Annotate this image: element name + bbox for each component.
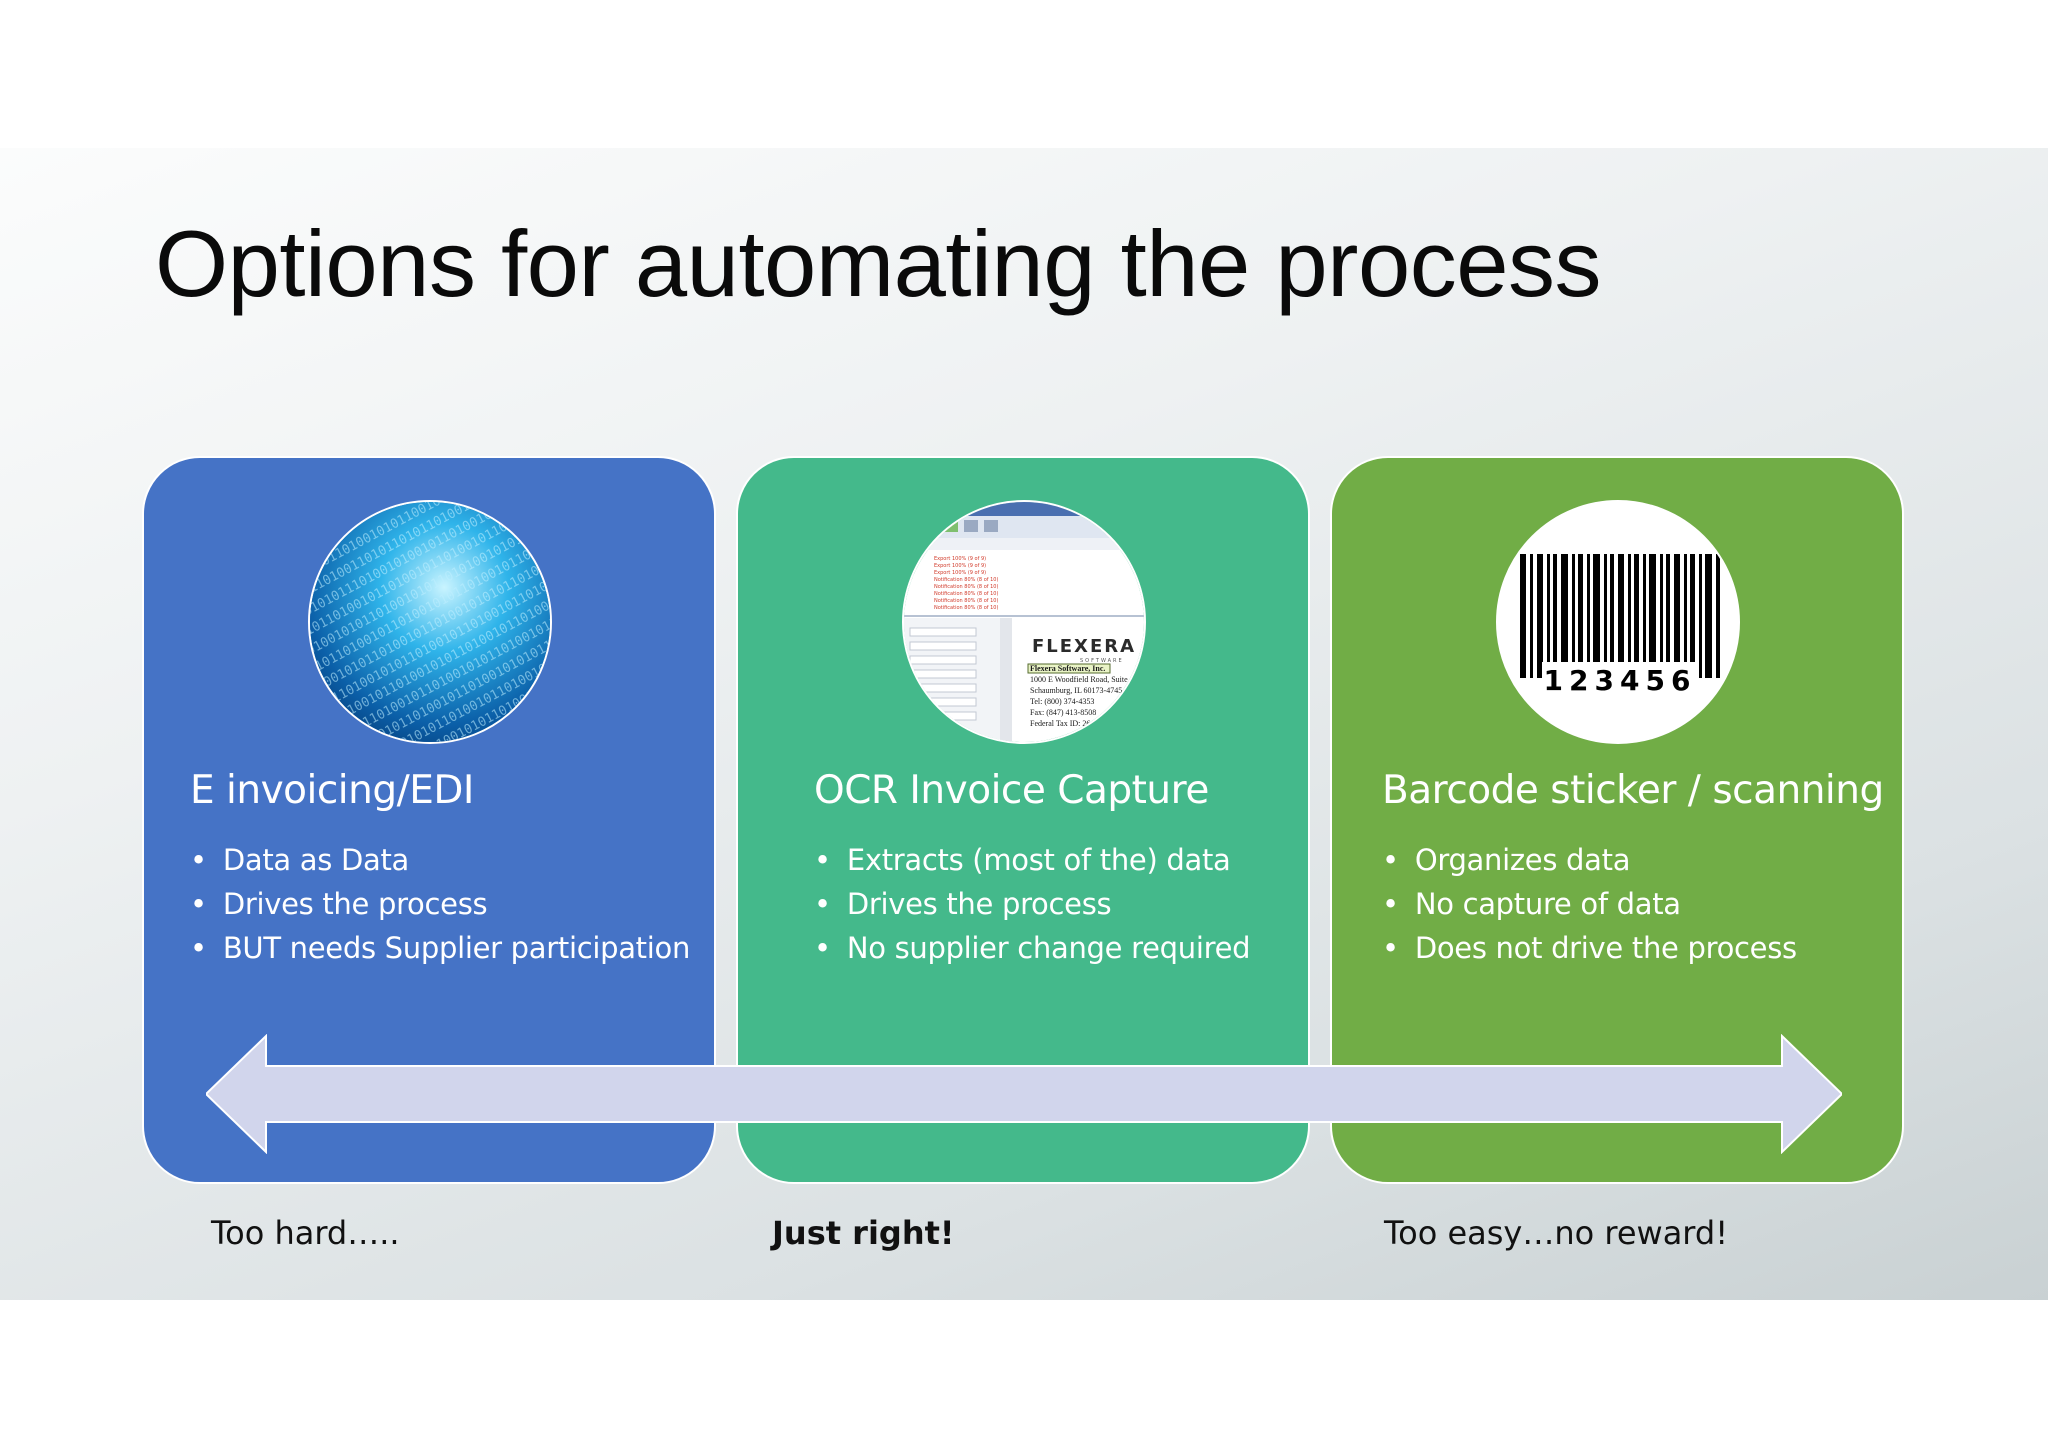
panel-heading: E invoicing/EDI bbox=[190, 768, 474, 813]
svg-text:Notification 80% (8 of 10): Notification 80% (8 of 10) bbox=[934, 584, 998, 590]
bullet-item: Data as Data bbox=[190, 838, 690, 882]
address-line: 1000 E Woodfield Road, Suite bbox=[1030, 675, 1128, 684]
ocr-software-screenshot: Export 100% (9 of 9) Export 100% (9 of 9… bbox=[902, 500, 1146, 744]
bullet-list: Extracts (most of the) data Drives the p… bbox=[814, 838, 1251, 970]
bullet-list: Organizes data No capture of data Does n… bbox=[1382, 838, 1797, 970]
svg-text:Notification 80% (8 of 10): Notification 80% (8 of 10) bbox=[934, 577, 998, 583]
panel-heading: Barcode sticker / scanning bbox=[1382, 768, 1884, 813]
address-line: Schaumburg, IL 60173-4745 bbox=[1030, 686, 1122, 695]
slide: Options for automating the process 01001… bbox=[0, 148, 2048, 1300]
caption-too-easy: Too easy…no reward! bbox=[1384, 1214, 1729, 1252]
svg-text:Export 100% (9 of 9): Export 100% (9 of 9) bbox=[934, 563, 986, 569]
address-line: Flexera Software, Inc. bbox=[1030, 664, 1105, 673]
bullet-item: Drives the process bbox=[190, 882, 690, 926]
double-arrow-icon bbox=[206, 1034, 1842, 1154]
address-line: Fax: (847) 413-8508 bbox=[1030, 708, 1096, 717]
svg-text:Notification 80% (8 of 10): Notification 80% (8 of 10) bbox=[934, 605, 998, 611]
svg-text:Export 100% (9 of 9): Export 100% (9 of 9) bbox=[934, 570, 986, 576]
svg-text:Export 100% (9 of 9): Export 100% (9 of 9) bbox=[934, 556, 986, 562]
bullet-item: Drives the process bbox=[814, 882, 1250, 926]
bullet-list: Data as Data Drives the process BUT need… bbox=[190, 838, 691, 970]
bullet-item: BUT needs Supplier participation bbox=[190, 926, 691, 970]
svg-text:Notification 80% (8 of 10): Notification 80% (8 of 10) bbox=[934, 591, 998, 597]
barcode-number: 123456 bbox=[1544, 664, 1697, 697]
barcode-icon: 123456 bbox=[1496, 500, 1740, 744]
slide-title: Options for automating the process bbox=[155, 211, 1602, 316]
bullet-item: Organizes data bbox=[1382, 838, 1797, 882]
caption-too-hard: Too hard….. bbox=[211, 1214, 400, 1252]
panel-e-invoicing: 0100101110010110100101011001010010110 10… bbox=[142, 456, 716, 1184]
panel-heading: OCR Invoice Capture bbox=[814, 768, 1209, 813]
bullet-item: No capture of data bbox=[1382, 882, 1797, 926]
address-line: Federal Tax ID: 26-2 bbox=[1030, 719, 1097, 728]
address-line: Tel: (800) 374-4353 bbox=[1030, 697, 1094, 706]
bullet-item: Does not drive the process bbox=[1382, 926, 1797, 970]
panel-ocr-invoice-capture: Export 100% (9 of 9) Export 100% (9 of 9… bbox=[736, 456, 1310, 1184]
svg-text:Notification 80% (8 of 10): Notification 80% (8 of 10) bbox=[934, 598, 998, 604]
bullet-item: No supplier change required bbox=[814, 926, 1251, 970]
flexera-logo-subtext: SOFTWARE bbox=[1080, 658, 1124, 664]
caption-just-right: Just right! bbox=[772, 1214, 955, 1252]
flexera-logo-text: FLEXERA bbox=[1032, 636, 1136, 657]
bullet-item: Extracts (most of the) data bbox=[814, 838, 1250, 882]
binary-data-globe-icon: 0100101110010110100101011001010010110 10… bbox=[308, 500, 552, 744]
